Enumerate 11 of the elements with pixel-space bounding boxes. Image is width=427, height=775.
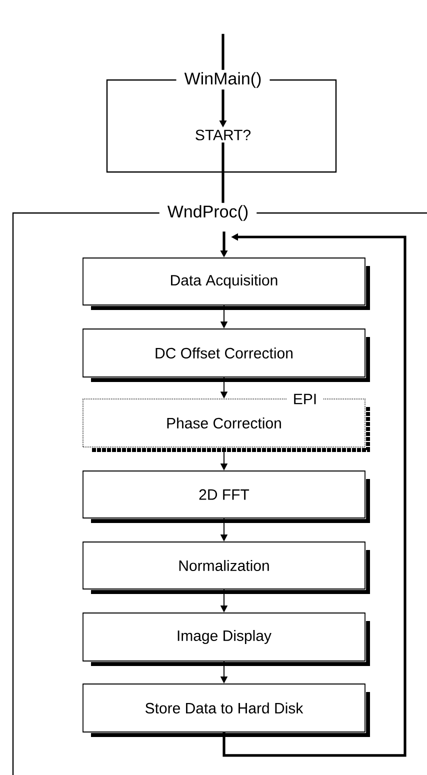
process-box: 2D FFT (82, 470, 370, 523)
process-box: DC Offset Correction (82, 328, 370, 382)
connector-line (222, 34, 224, 70)
process-box: Store Data to Hard Disk (82, 684, 370, 737)
process-box: Phase Correction EPI (82, 392, 370, 452)
node-label: WndProc() (167, 205, 248, 221)
process-box: Image Display (82, 612, 370, 666)
connector-line (222, 142, 224, 203)
decision-text: START? (196, 130, 250, 140)
process-box: Normalization (82, 542, 370, 594)
process-box: Data Acquisition (82, 258, 370, 310)
